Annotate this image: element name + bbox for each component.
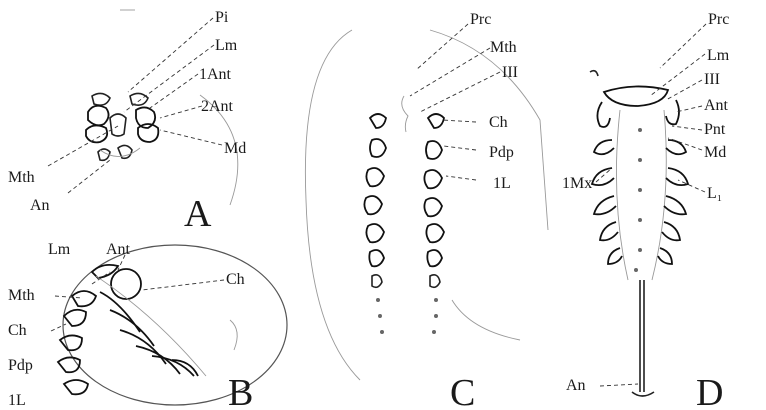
panel-c-embryo <box>364 96 444 334</box>
panel-d: Prc Lm III Ant Pnt Md 1Mx L₁ An D <box>562 11 730 410</box>
label-a-1ant: 1Ant <box>199 66 232 83</box>
panel-b-embryo <box>58 265 237 394</box>
label-d-ant: Ant <box>704 97 729 114</box>
label-d-an: An <box>566 377 586 394</box>
label-a-mth: Mth <box>8 169 35 186</box>
panel-c-letter: C <box>450 372 475 410</box>
label-d-lm: Lm <box>707 47 730 64</box>
label-b-ch-left: Ch <box>8 322 27 339</box>
panel-a-embryo <box>86 93 158 160</box>
label-a-an: An <box>30 197 50 214</box>
label-d-md: Md <box>704 144 726 161</box>
label-a-2ant: 2Ant <box>201 98 234 115</box>
label-b-1l: 1L <box>8 392 26 409</box>
panel-a: Pi Lm 1Ant 2Ant Md Mth An A <box>8 9 246 235</box>
label-c-1l: 1L <box>493 175 511 192</box>
panel-d-letter: D <box>696 372 723 410</box>
label-d-1mx: 1Mx <box>562 175 592 192</box>
label-d-prc: Prc <box>708 11 729 28</box>
panel-a-letter: A <box>184 193 212 235</box>
label-d-pnt: Pnt <box>704 121 726 138</box>
label-b-ch-right: Ch <box>226 271 245 288</box>
label-c-iii: III <box>502 64 518 81</box>
label-c-prc: Prc <box>470 11 491 28</box>
label-d-l1: L₁ <box>707 185 722 202</box>
label-d-iii: III <box>704 71 720 88</box>
label-a-pi: Pi <box>215 9 229 26</box>
panel-c-outline-left <box>305 30 360 380</box>
panel-c-outline-bottom <box>452 300 520 340</box>
label-a-md: Md <box>224 140 246 157</box>
panel-b: Lm Ant Mth Ch Ch Pdp 1L B <box>8 241 287 410</box>
panel-b-letter: B <box>228 372 253 410</box>
label-b-mth: Mth <box>8 287 35 304</box>
label-a-lm: Lm <box>215 37 238 54</box>
label-c-pdp: Pdp <box>489 144 514 161</box>
label-b-pdp: Pdp <box>8 357 33 374</box>
panel-d-embryo <box>590 71 688 396</box>
panel-c: Prc Mth III Ch Pdp 1L C <box>305 11 548 410</box>
label-b-ant: Ant <box>106 241 131 258</box>
label-c-mth: Mth <box>490 39 517 56</box>
label-c-ch: Ch <box>489 114 508 131</box>
label-b-lm: Lm <box>48 241 71 258</box>
